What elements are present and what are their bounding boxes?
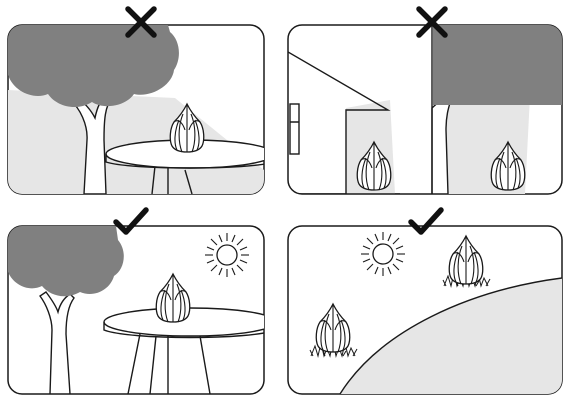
- panel-top-left: [8, 9, 274, 194]
- tree-foliage: [433, 25, 563, 105]
- panel-bottom-right: [288, 210, 562, 394]
- sun-icon: [205, 233, 249, 277]
- panel-bottom-left: [8, 210, 276, 394]
- panel-top-right: [288, 9, 563, 194]
- sun-icon: [361, 232, 405, 276]
- tree-foliage: [8, 226, 124, 296]
